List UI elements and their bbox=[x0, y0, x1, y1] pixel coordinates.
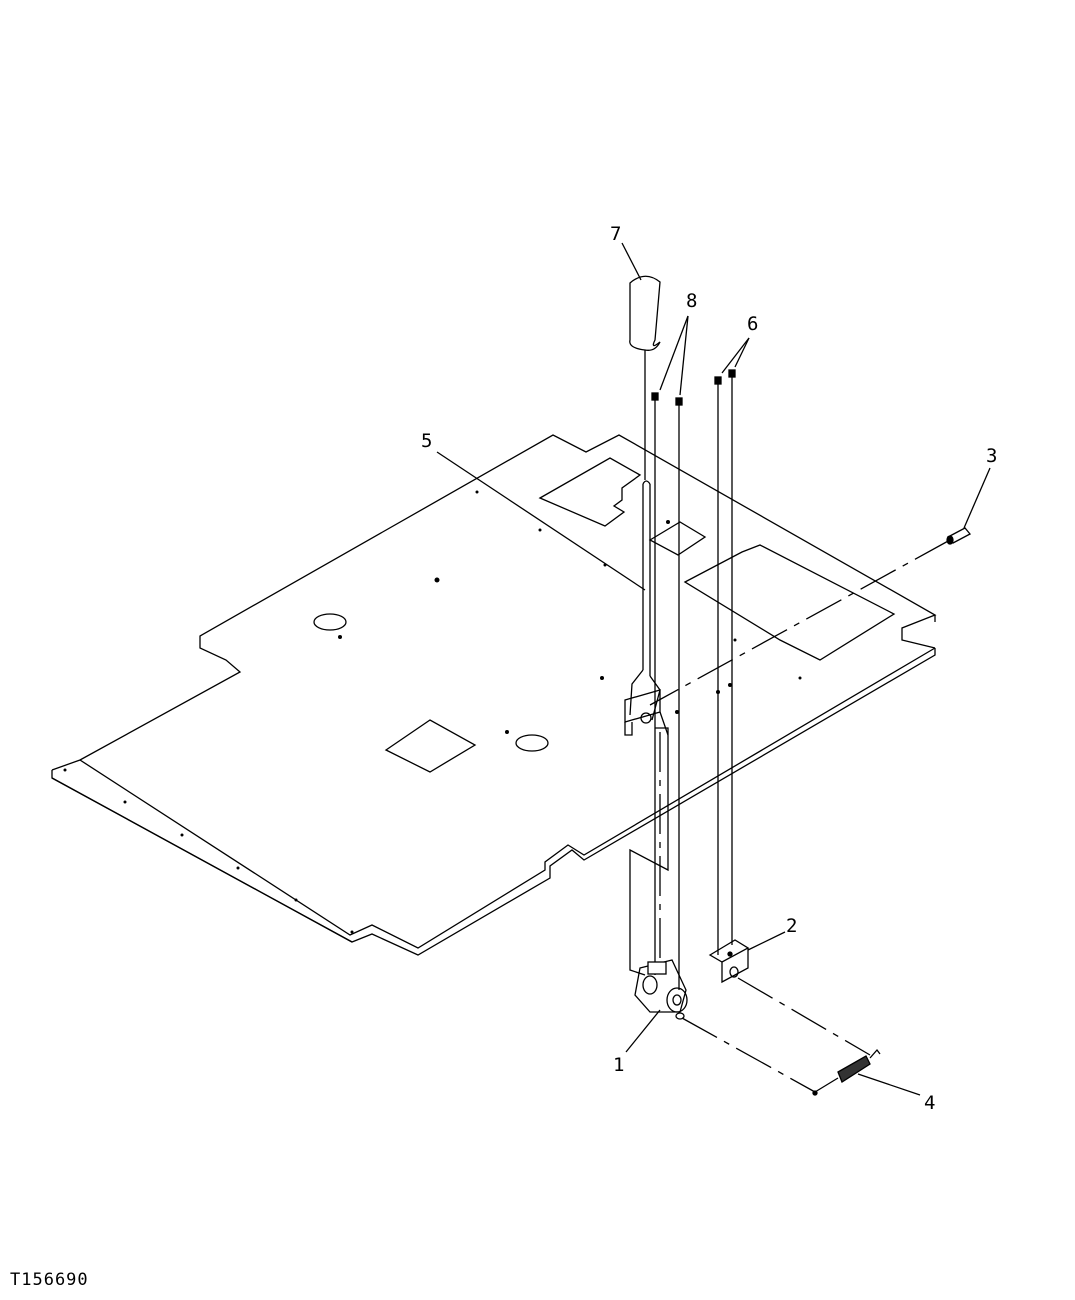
assembly-lines bbox=[649, 539, 951, 1093]
mounting-holes bbox=[63, 490, 802, 934]
round-hole bbox=[313, 613, 347, 631]
callout-2: 2 bbox=[786, 915, 797, 937]
handle-grip bbox=[629, 275, 661, 351]
spring bbox=[812, 1048, 881, 1096]
round-hole bbox=[515, 734, 549, 752]
angle-bracket bbox=[708, 939, 750, 984]
callout-5: 5 bbox=[421, 430, 432, 452]
figure-id-label: T156690 bbox=[10, 1270, 89, 1290]
pin bbox=[946, 527, 972, 545]
callout-6: 6 bbox=[747, 313, 758, 335]
callout-3: 3 bbox=[986, 445, 997, 467]
callout-1: 1 bbox=[613, 1054, 624, 1076]
leader-lines bbox=[436, 242, 991, 1096]
callout-8: 8 bbox=[686, 290, 697, 312]
floor-plate bbox=[51, 434, 937, 956]
screws-8 bbox=[651, 392, 683, 990]
callout-4: 4 bbox=[924, 1092, 935, 1114]
callout-labels: 7 8 6 5 3 2 1 4 bbox=[421, 223, 997, 1114]
link-bar bbox=[629, 727, 669, 976]
screws-6 bbox=[714, 369, 736, 955]
pivot-clamp-assembly bbox=[634, 959, 688, 1020]
rod bbox=[624, 350, 669, 736]
callout-7: 7 bbox=[610, 223, 621, 245]
